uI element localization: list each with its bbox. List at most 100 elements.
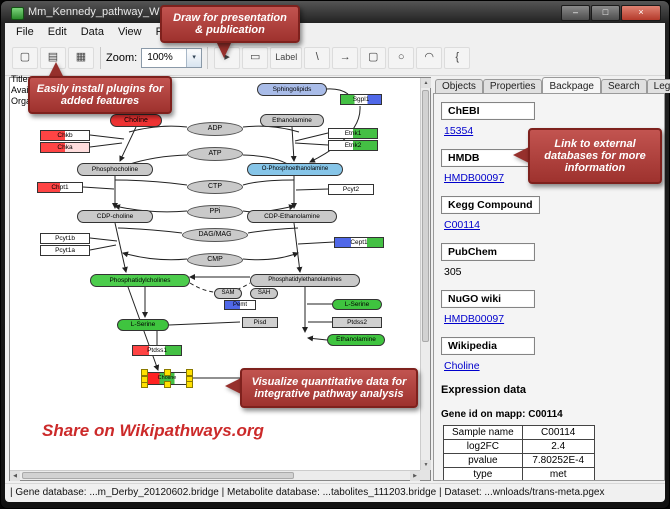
pathway-edge[interactable] — [242, 125, 300, 133]
pathway-node-ethanolamine-bottom[interactable]: Ethanolamine — [327, 334, 385, 346]
pathway-edge[interactable] — [168, 321, 241, 326]
arrow-tool-icon[interactable]: → — [332, 46, 359, 69]
pathway-edge[interactable] — [242, 179, 295, 186]
tab-objects[interactable]: Objects — [435, 79, 483, 93]
pathway-node-etnk1[interactable]: Etnk1 — [328, 128, 378, 139]
external-db-link[interactable]: 15354 — [444, 125, 474, 137]
pathway-edge[interactable] — [114, 179, 188, 186]
scroll-down-icon[interactable]: ▼ — [421, 460, 431, 470]
datanode-tool-icon[interactable]: ▭ — [242, 46, 269, 69]
pathway-edge[interactable] — [89, 142, 123, 148]
pathway-edge[interactable] — [295, 188, 329, 191]
vertical-scrollbar[interactable]: ▲ ▼ — [420, 78, 431, 470]
pathway-node-sah[interactable]: SAH — [250, 288, 278, 299]
pathway-edge[interactable] — [307, 335, 328, 342]
horizontal-scroll-thumb[interactable] — [22, 472, 294, 479]
pathway-node-atp[interactable]: ATP — [187, 147, 243, 161]
pathway-edge[interactable] — [325, 88, 349, 95]
pathway-node-chka[interactable]: Chka — [40, 142, 90, 153]
pathway-node-pcyt2[interactable]: Pcyt2 — [328, 184, 374, 195]
brace-tool-icon[interactable]: { — [444, 46, 471, 69]
pathway-node-ethanolamine-top[interactable]: Ethanolamine — [260, 114, 324, 127]
pathway-node-cmp[interactable]: CMP — [187, 253, 243, 267]
pathway-node-sphingolipids[interactable]: Sphingolipids — [257, 83, 327, 96]
pathway-node-chpt1[interactable]: Chpt1 — [37, 182, 83, 193]
pathway-edge[interactable] — [128, 125, 188, 133]
horizontal-scrollbar[interactable]: ◀ ▶ — [10, 470, 420, 481]
pathway-node-pcyt1b[interactable]: Pcyt1b — [40, 233, 90, 244]
pathway-edge[interactable] — [122, 251, 188, 261]
zoom-combobox[interactable]: 100% ▾ — [141, 47, 203, 68]
pathway-node-ptdss1[interactable]: Ptdss1 — [132, 345, 182, 356]
rectangle-tool-icon[interactable]: ▢ — [360, 46, 387, 69]
pathway-node-choline-selected[interactable]: Choline — [141, 369, 193, 388]
maximize-button[interactable]: □ — [591, 5, 620, 21]
pathway-node-cept1[interactable]: Cept1 — [334, 237, 384, 248]
pathway-node-phosphatidylethanolamines[interactable]: Phosphatidylethanolamines — [250, 274, 360, 287]
menu-item-data[interactable]: Data — [80, 25, 104, 38]
tab-properties[interactable]: Properties — [482, 79, 543, 93]
selection-handle[interactable] — [164, 369, 171, 376]
pathway-node-l-serine-left[interactable]: L-Serine — [117, 319, 169, 331]
pathway-edge[interactable] — [89, 244, 117, 251]
minimize-button[interactable]: – — [561, 5, 590, 21]
pathway-node-sgpl1[interactable]: Sgpl1 — [340, 94, 382, 105]
pathway-node-cdp-choline[interactable]: CDP-choline — [77, 210, 153, 223]
external-db-link[interactable]: HMDB00097 — [444, 172, 505, 184]
pathway-node-ctp[interactable]: CTP — [187, 180, 243, 194]
pathway-node-o-phosphoethanolamine[interactable]: O-Phosphoethanolamine — [247, 163, 343, 176]
menu-item-file[interactable]: File — [16, 25, 34, 38]
external-db-link[interactable]: C00114 — [444, 219, 481, 231]
pathway-node-pcyt1a[interactable]: Pcyt1a — [40, 245, 90, 256]
pathway-edge[interactable] — [82, 186, 115, 190]
pathway-node-adp[interactable]: ADP — [187, 122, 243, 136]
selection-handle[interactable] — [186, 381, 193, 388]
pathway-edge[interactable] — [294, 132, 329, 142]
tab-search[interactable]: Search — [600, 79, 647, 93]
pathway-edge[interactable] — [119, 126, 137, 162]
menu-item-edit[interactable]: Edit — [47, 25, 67, 38]
save-icon[interactable]: ▦ — [68, 46, 94, 69]
pathway-node-chkb[interactable]: Chkb — [40, 130, 90, 141]
pathway-edge[interactable] — [294, 142, 329, 146]
pathway-edge[interactable] — [247, 227, 299, 234]
external-db-link[interactable]: HMDB00097 — [444, 313, 505, 325]
scroll-left-icon[interactable]: ◀ — [10, 471, 20, 481]
pathway-node-ptdss2[interactable]: Ptdss2 — [332, 317, 382, 328]
pathway-edge[interactable] — [89, 134, 125, 140]
pathway-edge[interactable] — [297, 241, 335, 245]
pathway-node-ppi[interactable]: PPi — [187, 205, 243, 219]
tab-backpage[interactable]: Backpage — [542, 77, 601, 93]
line-tool-icon[interactable]: \ — [304, 46, 331, 69]
pathway-edge[interactable] — [290, 126, 297, 162]
pathway-node-etnk2[interactable]: Etnk2 — [328, 140, 378, 151]
pathway-node-choline-top[interactable]: Choline — [110, 114, 162, 127]
pathway-edge[interactable] — [89, 237, 118, 242]
tab-legend[interactable]: Legend — [646, 79, 670, 93]
title-bar[interactable]: Mm_Kennedy_pathway_WP1771_45176.gpml –□× — [7, 4, 663, 22]
label-tool[interactable]: Label — [270, 46, 303, 69]
new-icon[interactable]: ▢ — [12, 46, 38, 69]
chevron-down-icon[interactable]: ▾ — [186, 48, 202, 67]
pathway-edge[interactable] — [293, 222, 303, 273]
pathway-node-pemt[interactable]: Pemt — [224, 300, 256, 310]
pathway-node-l-serine-right[interactable]: L-Serine — [332, 299, 382, 310]
pathway-node-cdp-ethanolamine[interactable]: CDP-Ethanolamine — [247, 210, 337, 223]
pathway-edge[interactable] — [242, 251, 299, 261]
selection-handle[interactable] — [141, 375, 148, 383]
pathway-edge[interactable] — [117, 227, 183, 234]
ellipse-tool-icon[interactable]: ○ — [388, 46, 415, 69]
pathway-node-pisd[interactable]: Pisd — [242, 317, 278, 328]
selection-handle[interactable] — [164, 381, 171, 388]
pathway-edge[interactable] — [114, 222, 128, 273]
external-db-link[interactable]: Choline — [444, 360, 480, 372]
pathway-node-phosphatidylcholines[interactable]: Phosphatidylcholines — [90, 274, 190, 287]
pathway-node-dag-mag[interactable]: DAG/MAG — [182, 228, 248, 242]
pathway-node-phosphocholine[interactable]: Phosphocholine — [77, 163, 153, 176]
close-button[interactable]: × — [621, 5, 661, 21]
arc-tool-icon[interactable]: ◠ — [416, 46, 443, 69]
menu-item-view[interactable]: View — [117, 25, 142, 38]
scroll-right-icon[interactable]: ▶ — [410, 471, 420, 481]
scroll-up-icon[interactable]: ▲ — [421, 78, 431, 88]
